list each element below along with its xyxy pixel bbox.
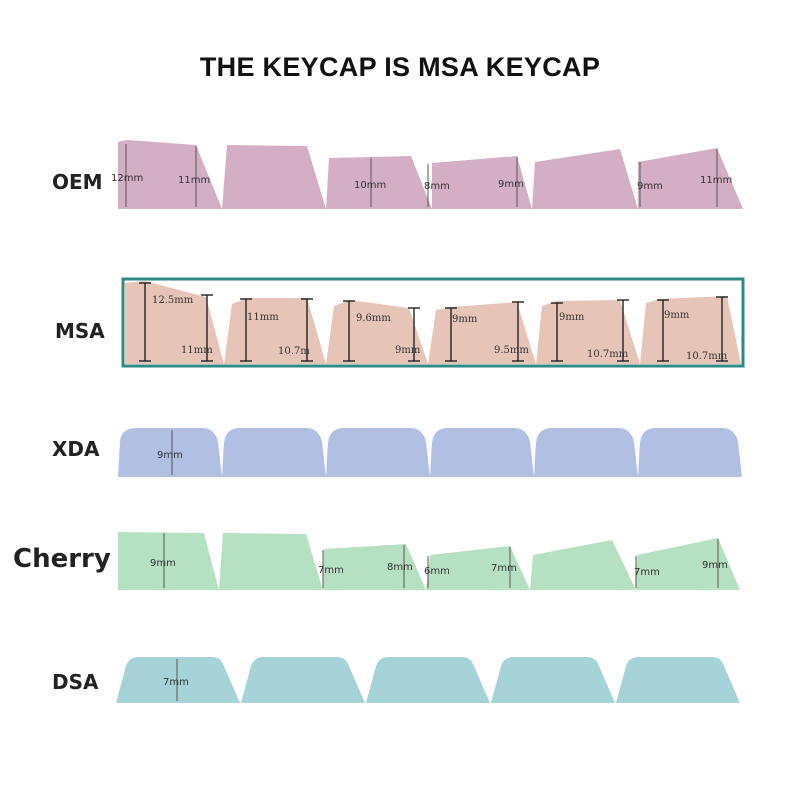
msa-dim-label: 11mm <box>247 312 279 323</box>
oem-keycaps <box>118 140 743 209</box>
cherry-keycap-4 <box>426 546 530 590</box>
msa-keycap-5 <box>536 300 640 364</box>
xda-keycap-2 <box>222 428 326 477</box>
xda-keycap-4 <box>430 428 534 477</box>
cherry-dim-label: 6mm <box>424 566 450 577</box>
cherry-dim-label: 9mm <box>702 560 728 571</box>
cherry-dim-label: 9mm <box>150 558 176 569</box>
dsa-keycap-1 <box>116 657 240 703</box>
msa-keycaps <box>125 281 741 364</box>
msa-dim-label: 9.5mm <box>494 345 529 356</box>
msa-dimension-lines <box>139 282 728 362</box>
oem-keycap-5 <box>532 149 638 209</box>
cherry-dimension-lines <box>163 533 719 588</box>
cherry-keycap-2 <box>219 533 323 590</box>
msa-keycap-6 <box>640 296 741 364</box>
msa-dim-label: 11mm <box>181 345 213 356</box>
dsa-keycaps <box>116 657 740 703</box>
oem-dim-label: 9mm <box>498 179 524 190</box>
oem-dim-label: 10mm <box>354 180 386 191</box>
xda-keycap-5 <box>534 428 638 477</box>
xda-keycap-6 <box>638 428 742 477</box>
oem-keycap-2 <box>222 145 326 209</box>
row-label-dsa: DSA <box>52 670 99 694</box>
xda-keycaps <box>118 428 742 477</box>
oem-dim-label: 8mm <box>424 181 450 192</box>
cherry-keycap-6 <box>636 538 740 590</box>
msa-dim-label: 9mm <box>452 314 478 325</box>
oem-dim-label: 11mm <box>700 175 732 186</box>
oem-keycap-3 <box>326 156 432 209</box>
msa-keycap-2 <box>224 298 326 364</box>
cherry-keycap-5 <box>530 540 636 590</box>
msa-dim-label: 9mm <box>664 310 690 321</box>
msa-keycap-4 <box>428 302 536 364</box>
page-title: THE KEYCAP IS MSA KEYCAP <box>199 52 601 82</box>
row-label-oem: OEM <box>52 170 103 194</box>
dsa-keycap-5 <box>616 657 740 703</box>
row-label-cherry: Cherry <box>13 544 111 574</box>
msa-dim-label: 12.5mm <box>152 295 194 306</box>
msa-dim-label: 10.7m <box>278 346 310 357</box>
row-label-xda: XDA <box>52 437 100 461</box>
cherry-keycaps <box>118 532 740 590</box>
cherry-dim-label: 8mm <box>387 562 413 573</box>
xda-keycap-3 <box>326 428 430 477</box>
oem-dim-label: 9mm <box>637 181 663 192</box>
cherry-dim-label: 7mm <box>634 567 660 578</box>
msa-dim-label: 10.7mm <box>587 349 629 360</box>
xda-dim-label: 9mm <box>157 450 183 461</box>
cherry-keycap-3 <box>323 544 426 590</box>
row-label-msa: MSA <box>55 319 105 343</box>
dsa-keycap-3 <box>366 657 490 703</box>
cherry-dim-label: 7mm <box>318 565 344 576</box>
dsa-keycap-2 <box>241 657 365 703</box>
oem-dim-label: 11mm <box>178 175 210 186</box>
msa-dim-label: 9.6mm <box>356 313 391 324</box>
xda-keycap-1 <box>118 428 222 477</box>
msa-keycap-1 <box>125 281 224 364</box>
dsa-dim-label: 7mm <box>163 677 189 688</box>
cherry-keycap-1 <box>118 532 219 590</box>
oem-dim-label: 12mm <box>111 173 143 184</box>
cherry-dim-label: 7mm <box>491 563 517 574</box>
msa-dim-label: 10.7mm <box>686 351 728 362</box>
msa-dim-label: 9mm <box>395 345 421 356</box>
oem-keycap-4 <box>432 156 532 209</box>
msa-highlight-frame <box>121 277 745 368</box>
msa-keycap-3 <box>326 300 428 364</box>
oem-dimension-lines <box>125 144 718 207</box>
msa-dim-label: 9mm <box>559 312 585 323</box>
dsa-keycap-4 <box>491 657 615 703</box>
